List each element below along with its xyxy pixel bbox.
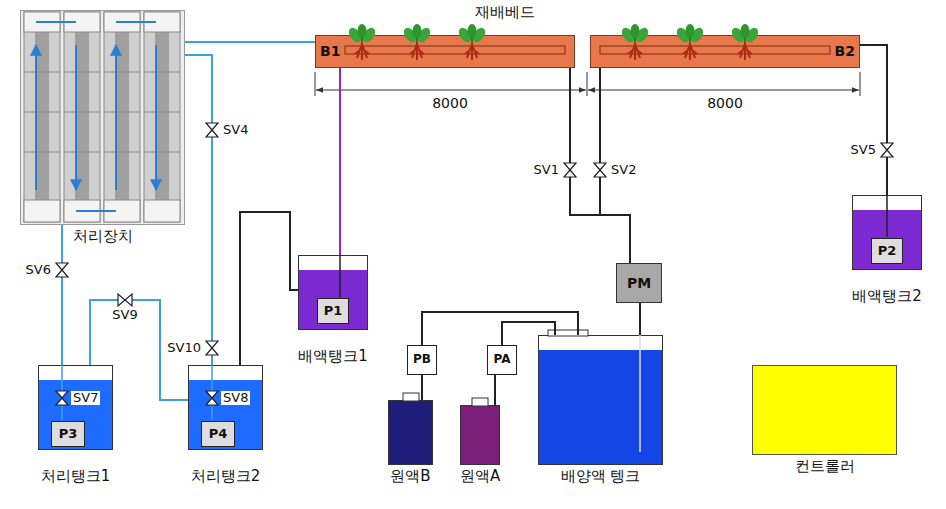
- pipe-connector: [90, 300, 188, 400]
- treatment-tank: P3처리탱크1: [38, 365, 113, 450]
- valve-label: SV5: [849, 143, 878, 157]
- valve-symbol: [564, 163, 576, 177]
- pump-box: P4: [201, 421, 235, 447]
- node-label: PB: [413, 353, 431, 367]
- pipe-connector: [502, 322, 555, 345]
- valve-label: SV1: [532, 163, 561, 177]
- node-caption: 처리장치: [73, 228, 133, 245]
- pipe-connector: [185, 55, 212, 365]
- dimension: 8000: [705, 96, 745, 111]
- node-label: PM: [627, 275, 651, 291]
- node-label: B1: [320, 43, 340, 59]
- drain-tank: P1배액탱크1: [298, 255, 368, 330]
- valve-symbol: [594, 163, 606, 177]
- dosing-pump: PA: [487, 345, 517, 375]
- pump-box: PM: [616, 263, 662, 303]
- tank-pipes: [62, 195, 887, 452]
- pipe-connector: [639, 303, 641, 335]
- node-caption: 배양액 텡크: [561, 468, 641, 485]
- dosing-pump: PB: [407, 345, 437, 375]
- valve-symbol: [206, 123, 218, 137]
- nutrient-tank: 배양액 텡크: [538, 335, 663, 465]
- pipe-connector: [339, 68, 341, 255]
- node-caption: 처리탱크2: [191, 468, 261, 485]
- node-label: P1: [324, 304, 343, 319]
- controller-box: 컨트롤러: [752, 365, 897, 455]
- valve-symbol: [118, 294, 132, 306]
- node-caption: 컨트롤러: [795, 458, 855, 475]
- node-caption: 처리탱크1: [41, 468, 111, 485]
- valve-label: SV10: [165, 341, 203, 355]
- valve-label: SV7: [71, 391, 100, 405]
- pipe-connector: [61, 225, 63, 365]
- node-label: P2: [878, 244, 897, 259]
- valve-label: SV9: [110, 308, 139, 322]
- valve-label: SV4: [221, 123, 250, 137]
- node-label: P3: [59, 427, 78, 442]
- pipe-connector: [570, 68, 630, 263]
- valve-symbol: [56, 263, 68, 277]
- pipe-connector: [421, 375, 423, 400]
- valve-label: SV2: [609, 163, 638, 177]
- dimension: 8000: [430, 96, 470, 111]
- node-caption: 원액B: [390, 468, 430, 485]
- node-label: B2: [835, 43, 855, 59]
- valve-symbol: [206, 341, 218, 355]
- node-label: P4: [209, 427, 228, 442]
- treatment-columns: [24, 12, 180, 222]
- pipe-connector: [422, 312, 578, 345]
- pipe-connector: [494, 375, 496, 405]
- node-caption: 배액탱크1: [298, 348, 368, 365]
- valve-label: SV6: [24, 263, 53, 277]
- bottle-caps: [403, 330, 588, 406]
- treatment-tank: P4처리탱크2: [188, 365, 263, 450]
- pipe-connector: [185, 41, 315, 43]
- pump-box: P3: [51, 421, 85, 447]
- dimension-lines: [315, 72, 860, 96]
- stock-bottle: 원액B: [388, 400, 433, 465]
- valve-symbol: [881, 143, 893, 157]
- node-caption: 원액A: [460, 468, 500, 485]
- valve-label: SV8: [221, 391, 250, 405]
- pump-box: P1: [317, 298, 349, 324]
- bed-title: 재배베드: [473, 4, 537, 21]
- valve-symbol: [206, 391, 218, 405]
- valve-symbol: [56, 391, 68, 405]
- node-caption: 배액탱크2: [852, 288, 922, 305]
- pipe-connector: [860, 45, 887, 195]
- pipe-connector: [240, 212, 298, 365]
- pipe-connector: [600, 68, 630, 263]
- node-label: PA: [494, 353, 511, 367]
- pump-box: P2: [871, 238, 903, 264]
- plants: [346, 24, 760, 60]
- stock-bottle: 원액A: [460, 405, 500, 465]
